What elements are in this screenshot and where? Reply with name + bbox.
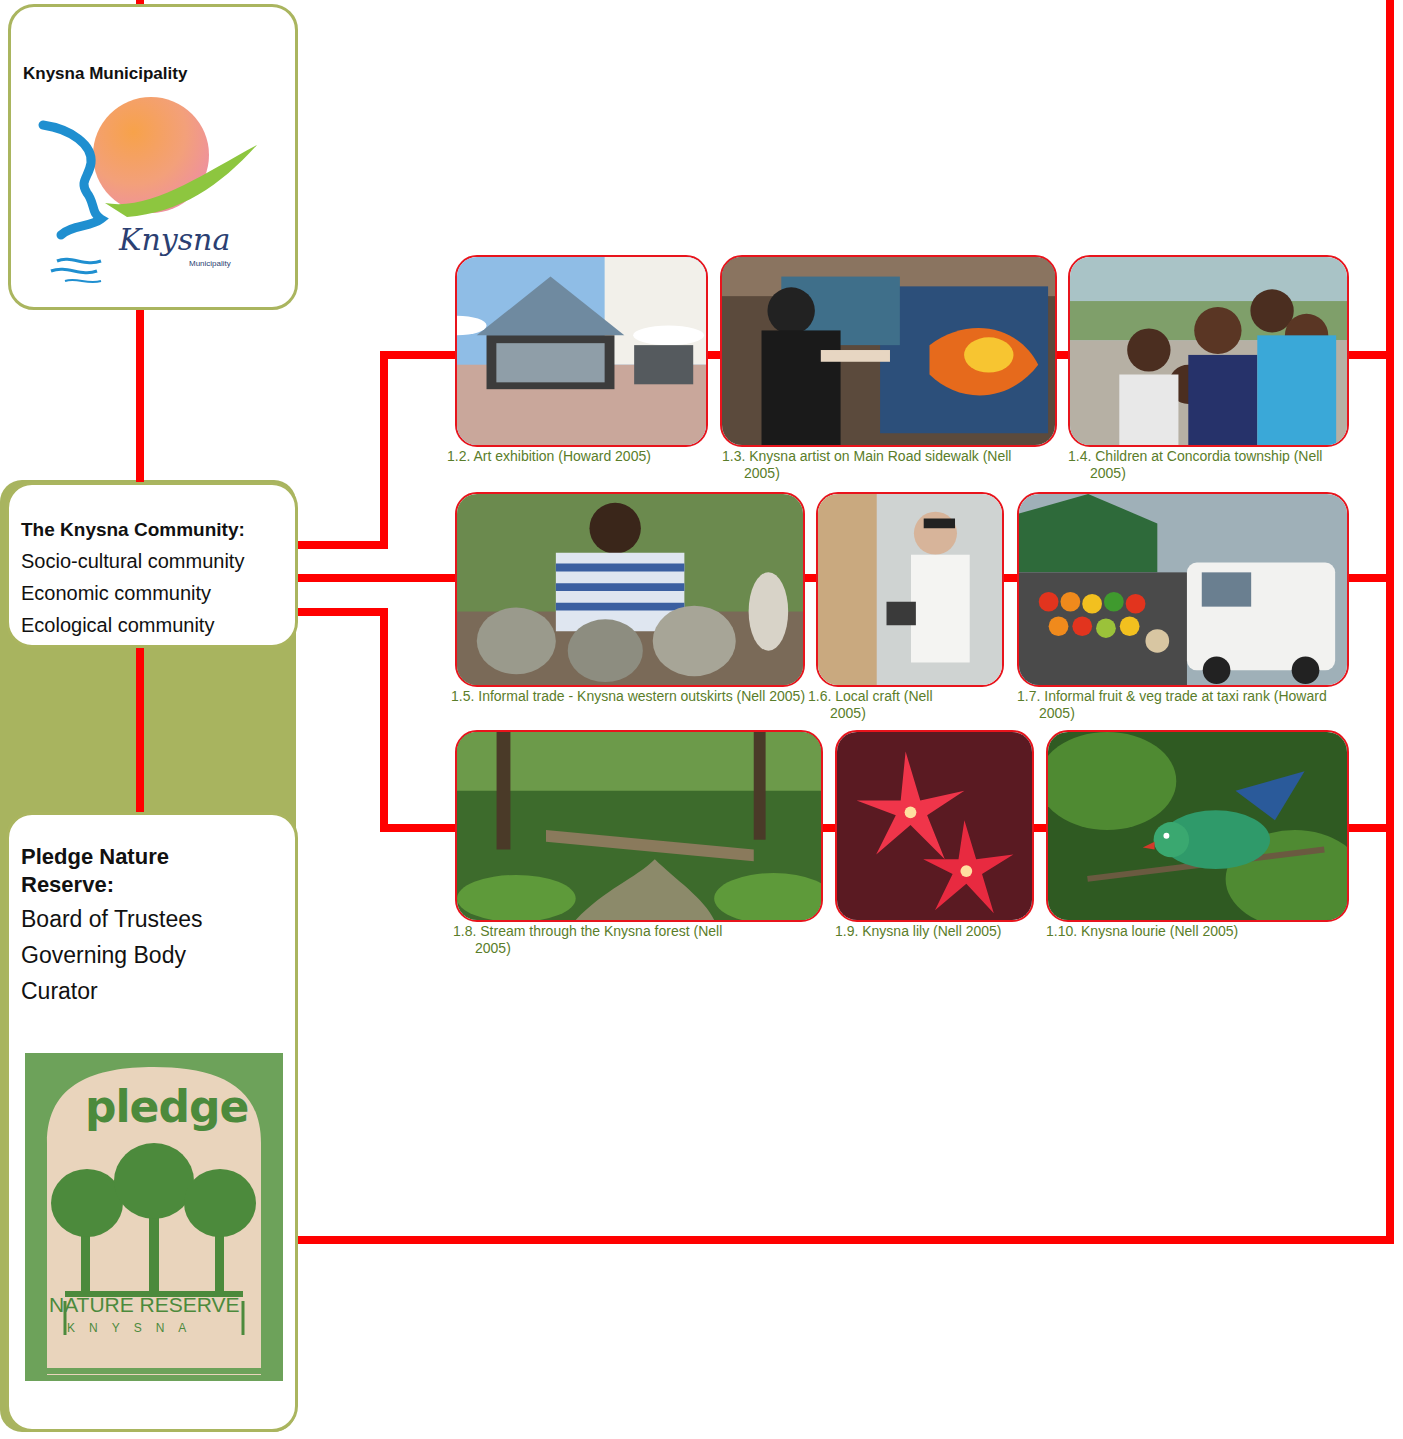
photo-node: 1.4. Children at Concordia township (Nel…: [1068, 255, 1349, 447]
photo-forest-stream: [457, 732, 821, 920]
connector-line: [805, 574, 816, 582]
connector-line: [1004, 574, 1017, 582]
red-trunk: [1386, 0, 1394, 360]
box-heading: The Knysna Community:: [21, 517, 285, 543]
box-line: Governing Body: [21, 937, 285, 973]
photo-node: 1.10. Knysna lourie (Nell 2005): [1046, 730, 1349, 922]
panel-box: Pledge Nature Reserve:Board of TrusteesG…: [6, 812, 298, 1432]
photo-caption: 1.5. Informal trade - Knysna western out…: [451, 688, 806, 705]
photo-node: 1.8. Stream through the Knysna forest (N…: [455, 730, 823, 922]
photo-local-craft: [818, 494, 1002, 685]
photo-art-exhibition: [457, 257, 706, 445]
photo-frame: [455, 492, 805, 687]
logo-text: Municipality: [189, 259, 231, 269]
photo-children: [1070, 257, 1347, 445]
photo-caption: 1.2. Art exhibition (Howard 2005): [447, 448, 712, 465]
photo-node: 1.9. Knysna lily (Nell 2005): [835, 730, 1034, 922]
connector-line: [1034, 824, 1046, 832]
photo-frame: [455, 730, 823, 922]
connector-line: [823, 824, 835, 832]
logo-text: NATURE RESERVE: [49, 1293, 240, 1317]
photo-node: 1.5. Informal trade - Knysna western out…: [455, 492, 805, 687]
connector-line: [1057, 351, 1068, 359]
photo-caption: 1.7. Informal fruit & veg trade at taxi …: [1017, 688, 1352, 722]
photo-node: 1.6. Local craft (Nell 2005): [816, 492, 1004, 687]
photo-frame: [1068, 255, 1349, 447]
photo-frame: [455, 255, 708, 447]
box-line: Board of Trustees: [21, 901, 285, 937]
connector-line: [298, 574, 455, 582]
photo-caption: 1.3. Knysna artist on Main Road sidewalk…: [722, 448, 1044, 482]
connector-line: [136, 648, 144, 812]
connector-line: [298, 612, 455, 828]
panel-box: The Knysna Community:Socio-cultural comm…: [6, 482, 298, 648]
connector-line: [708, 351, 720, 359]
photo-caption: 1.9. Knysna lily (Nell 2005): [835, 923, 1043, 940]
photo-informal-trade: [457, 494, 803, 685]
photo-knysna-lourie: [1048, 732, 1347, 920]
box-line: Curator: [21, 973, 285, 1009]
photo-node: 1.2. Art exhibition (Howard 2005): [455, 255, 708, 447]
photo-caption: 1.6. Local craft (Nell 2005): [808, 688, 933, 722]
box-heading: Knysna Municipality: [23, 63, 285, 85]
box-line: Socio-cultural community: [21, 545, 285, 577]
photo-frame: [1046, 730, 1349, 922]
photo-frame: [816, 492, 1004, 687]
photo-frame: [720, 255, 1057, 447]
panel-box: Knysna MunicipalityKnysnaMunicipality: [8, 4, 298, 310]
connector-line: [298, 355, 1390, 1240]
photo-frame: [835, 730, 1034, 922]
connector-line: [298, 355, 455, 545]
logo-text: Knysna: [119, 223, 230, 257]
photo-node: 1.7. Informal fruit & veg trade at taxi …: [1017, 492, 1349, 687]
logo-text: pledge: [85, 1083, 248, 1131]
logo-text: KNYSNA: [67, 1321, 200, 1335]
photo-caption: 1.8. Stream through the Knysna forest (N…: [453, 923, 753, 957]
photo-knysna-lily: [837, 732, 1032, 920]
box-heading: Pledge Nature Reserve:: [21, 843, 201, 899]
photo-frame: [1017, 492, 1349, 687]
photo-caption: 1.10. Knysna lourie (Nell 2005): [1046, 923, 1346, 940]
box-line: Economic community: [21, 577, 285, 609]
photo-node: 1.3. Knysna artist on Main Road sidewalk…: [720, 255, 1057, 447]
photo-fruit-trade: [1019, 494, 1347, 685]
connector-line: [136, 310, 144, 482]
photo-artist: [722, 257, 1055, 445]
box-line: Ecological community: [21, 609, 285, 641]
photo-caption: 1.4. Children at Concordia township (Nel…: [1068, 448, 1358, 482]
